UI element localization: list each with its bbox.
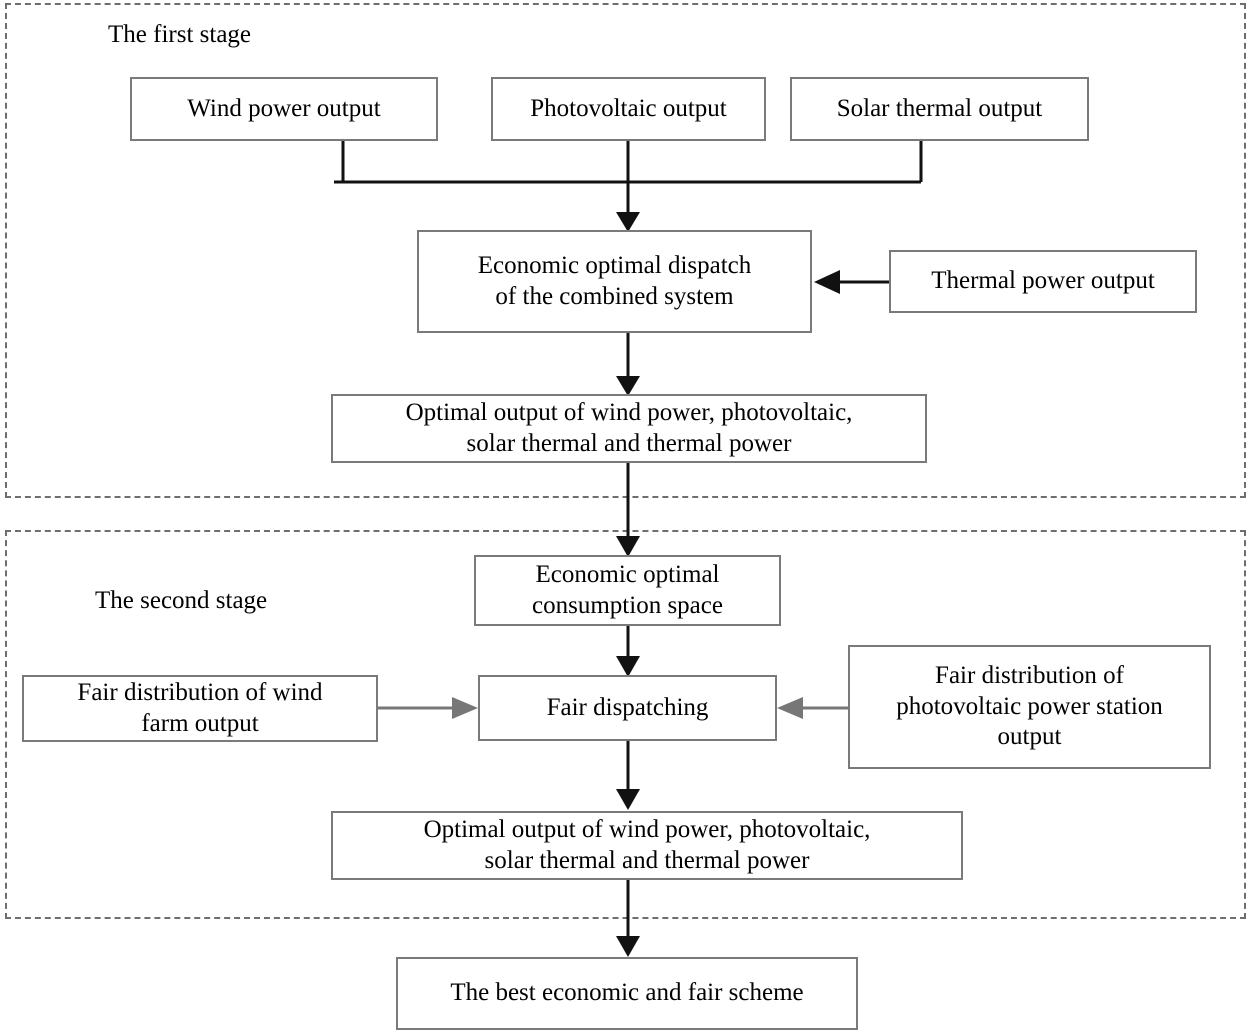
node-thermal-power-output[interactable]: Thermal power output xyxy=(889,250,1197,313)
node-economic-optimal-dispatch-line1: Economic optimal dispatch xyxy=(477,252,752,279)
node-best-economic-fair-scheme-label: The best economic and fair scheme xyxy=(450,979,804,1007)
stage-frame-second xyxy=(5,530,1246,919)
stage-frame-first xyxy=(5,3,1246,498)
node-fair-distribution-pv-station-line3: output xyxy=(997,723,1062,751)
node-photovoltaic-output-label: Photovoltaic output xyxy=(530,94,727,122)
node-economic-optimal-dispatch[interactable]: Economic optimal dispatch of the combine… xyxy=(417,230,812,333)
node-wind-power-output-label: Wind power output xyxy=(187,94,381,122)
node-fair-dispatching[interactable]: Fair dispatching xyxy=(478,675,777,741)
node-thermal-power-output-label: Thermal power output xyxy=(931,267,1155,295)
stage-label-second: The second stage xyxy=(95,587,268,614)
node-economic-consumption-space[interactable]: Economic optimal consumption space xyxy=(474,555,781,626)
arrowhead-best xyxy=(616,936,640,957)
node-wind-power-output[interactable]: Wind power output xyxy=(130,77,438,141)
node-fair-distribution-wind-farm-line2: farm output xyxy=(141,709,259,737)
node-optimal-output-stage2-line2: solar thermal and thermal power xyxy=(484,846,810,874)
stage-label-first: The first stage xyxy=(108,21,252,48)
node-economic-consumption-space-line2: consumption space xyxy=(532,591,723,619)
node-fair-dispatching-label: Fair dispatching xyxy=(546,693,709,721)
node-photovoltaic-output[interactable]: Photovoltaic output xyxy=(491,77,766,141)
node-optimal-output-stage1-line1: Optimal output of wind power, photovolta… xyxy=(405,399,853,426)
node-fair-distribution-pv-station-line2: photovoltaic power station xyxy=(896,692,1163,720)
node-economic-consumption-space-line1: Economic optimal xyxy=(535,561,720,588)
node-solar-thermal-output-label: Solar thermal output xyxy=(836,94,1043,122)
node-solar-thermal-output[interactable]: Solar thermal output xyxy=(790,77,1089,141)
node-best-economic-fair-scheme[interactable]: The best economic and fair scheme xyxy=(396,957,858,1030)
node-fair-distribution-wind-farm-line1: Fair distribution of wind xyxy=(77,679,323,706)
node-fair-distribution-wind-farm[interactable]: Fair distribution of wind farm output xyxy=(22,675,378,742)
node-optimal-output-stage1-line2: solar thermal and thermal power xyxy=(466,429,792,457)
node-fair-distribution-pv-station[interactable]: Fair distribution of photovoltaic power … xyxy=(848,645,1211,769)
node-optimal-output-stage1[interactable]: Optimal output of wind power, photovolta… xyxy=(331,394,927,463)
node-optimal-output-stage2-line1: Optimal output of wind power, photovolta… xyxy=(423,816,871,843)
node-economic-optimal-dispatch-line2: of the combined system xyxy=(495,282,734,310)
node-fair-distribution-pv-station-line1: Fair distribution of xyxy=(935,662,1124,690)
node-optimal-output-stage2[interactable]: Optimal output of wind power, photovolta… xyxy=(331,811,963,880)
